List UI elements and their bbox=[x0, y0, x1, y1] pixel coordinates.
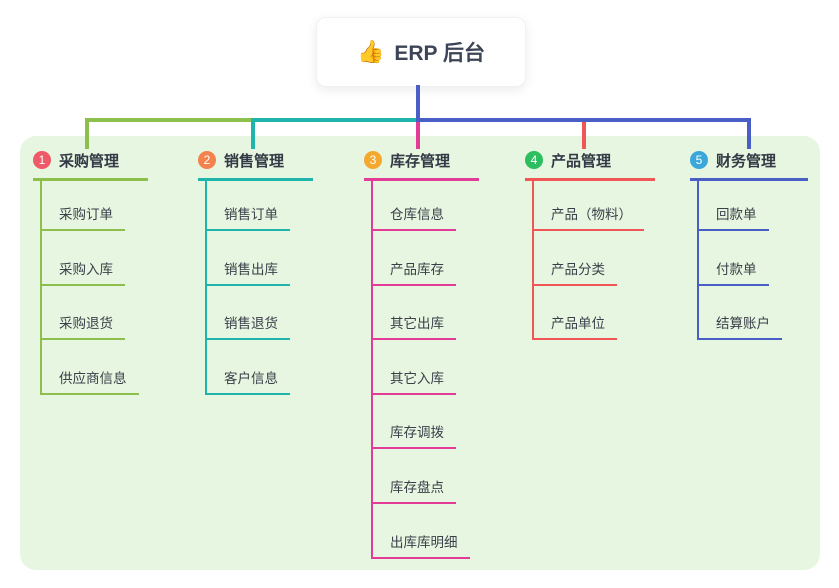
branch-topic-sales[interactable]: 2 销售管理 bbox=[198, 149, 313, 181]
child-topic[interactable]: 产品单位 bbox=[534, 286, 617, 341]
child-topic[interactable]: 库存调拨 bbox=[373, 395, 456, 450]
child-topic-label: 其它出库 bbox=[390, 316, 444, 332]
child-topic[interactable]: 销售出库 bbox=[207, 231, 290, 286]
child-topic[interactable]: 采购订单 bbox=[42, 181, 125, 231]
child-topic[interactable]: 产品分类 bbox=[534, 231, 617, 286]
child-topic[interactable]: 结算账户 bbox=[699, 286, 782, 341]
branch-number-badge: 4 bbox=[525, 151, 543, 169]
child-topic-label: 回款单 bbox=[716, 207, 757, 222]
child-topic[interactable]: 回款单 bbox=[699, 181, 769, 231]
child-topic[interactable]: 库存盘点 bbox=[373, 449, 456, 504]
child-topic[interactable]: 其它出库 bbox=[373, 286, 456, 341]
child-topic[interactable]: 销售订单 bbox=[207, 181, 290, 231]
branch-topic-inventory[interactable]: 3 库存管理 bbox=[364, 149, 479, 181]
branch-purchase: 1 采购管理 采购订单 采购入库 采购退货 供应商信息 bbox=[33, 149, 148, 395]
branch-number-badge: 3 bbox=[364, 151, 382, 169]
child-topic[interactable]: 供应商信息 bbox=[42, 340, 139, 395]
child-topic-label: 库存调拨 bbox=[390, 425, 444, 441]
child-topic-label: 库存盘点 bbox=[390, 479, 444, 495]
bus-segment-purchase bbox=[85, 118, 255, 122]
drop-connector-purchase bbox=[85, 122, 89, 149]
child-topic-label: 产品分类 bbox=[551, 261, 605, 277]
child-topic-label: 产品单位 bbox=[551, 316, 605, 332]
branch-children: 采购订单 采购入库 采购退货 供应商信息 bbox=[40, 181, 139, 395]
branch-topic-label: 财务管理 bbox=[716, 152, 777, 170]
child-topic[interactable]: 产品（物料） bbox=[534, 181, 644, 231]
child-topic-label: 客户信息 bbox=[224, 370, 278, 386]
child-topic[interactable]: 付款单 bbox=[699, 231, 769, 286]
branch-topic-label: 采购管理 bbox=[59, 152, 120, 170]
branch-children: 仓库信息 产品库存 其它出库 其它入库 库存调拨 库存盘点 出库库明细 bbox=[371, 181, 470, 559]
branch-topic-label: 库存管理 bbox=[390, 152, 451, 170]
branch-finance: 5 财务管理 回款单 付款单 结算账户 bbox=[690, 149, 808, 341]
branch-inventory: 3 库存管理 仓库信息 产品库存 其它出库 其它入库 库存调拨 库存盘点 出库库… bbox=[364, 149, 479, 559]
child-topic-label: 仓库信息 bbox=[390, 207, 444, 222]
bus-segment-right bbox=[416, 118, 751, 122]
child-topic[interactable]: 采购退货 bbox=[42, 286, 125, 341]
branch-number-badge: 1 bbox=[33, 151, 51, 169]
child-topic[interactable]: 仓库信息 bbox=[373, 181, 456, 231]
child-topic-label: 销售退货 bbox=[224, 316, 278, 332]
child-topic-label: 其它入库 bbox=[390, 370, 444, 386]
child-topic-label: 采购入库 bbox=[59, 261, 113, 277]
child-topic-label: 销售出库 bbox=[224, 261, 278, 277]
child-topic[interactable]: 其它入库 bbox=[373, 340, 456, 395]
branch-sales: 2 销售管理 销售订单 销售出库 销售退货 客户信息 bbox=[198, 149, 313, 395]
child-topic[interactable]: 客户信息 bbox=[207, 340, 290, 395]
branch-number-badge: 5 bbox=[690, 151, 708, 169]
branch-number-badge: 2 bbox=[198, 151, 216, 169]
child-topic[interactable]: 销售退货 bbox=[207, 286, 290, 341]
thumbs-up-icon: 👍 bbox=[356, 39, 385, 64]
drop-connector-inventory bbox=[416, 122, 420, 149]
drop-connector-finance bbox=[747, 122, 751, 149]
child-topic-label: 采购订单 bbox=[59, 207, 113, 222]
drop-connector-sales bbox=[251, 122, 255, 149]
branch-children: 回款单 付款单 结算账户 bbox=[697, 181, 782, 341]
child-topic-label: 付款单 bbox=[716, 261, 757, 277]
child-topic-label: 销售订单 bbox=[224, 207, 278, 222]
branch-topic-purchase[interactable]: 1 采购管理 bbox=[33, 149, 148, 181]
branch-topic-label: 销售管理 bbox=[224, 152, 285, 170]
root-topic[interactable]: 👍 ERP 后台 bbox=[316, 17, 526, 87]
child-topic-label: 出库库明细 bbox=[390, 534, 458, 550]
child-topic-label: 采购退货 bbox=[59, 316, 113, 332]
child-topic-label: 供应商信息 bbox=[59, 370, 127, 386]
branch-topic-product[interactable]: 4 产品管理 bbox=[525, 149, 655, 181]
child-topic[interactable]: 采购入库 bbox=[42, 231, 125, 286]
bus-segment-sales bbox=[251, 118, 416, 122]
child-topic-label: 产品（物料） bbox=[551, 207, 632, 222]
root-topic-label: ERP 后台 bbox=[394, 42, 486, 65]
child-topic-label: 产品库存 bbox=[390, 261, 444, 277]
child-topic[interactable]: 产品库存 bbox=[373, 231, 456, 286]
branch-topic-finance[interactable]: 5 财务管理 bbox=[690, 149, 808, 181]
branch-topic-label: 产品管理 bbox=[551, 152, 612, 170]
branch-product: 4 产品管理 产品（物料） 产品分类 产品单位 bbox=[525, 149, 655, 341]
branch-children: 产品（物料） 产品分类 产品单位 bbox=[532, 181, 644, 341]
child-topic[interactable]: 出库库明细 bbox=[373, 504, 470, 559]
drop-connector-product bbox=[582, 122, 586, 149]
root-connector bbox=[416, 85, 420, 118]
child-topic-label: 结算账户 bbox=[716, 316, 770, 332]
branches-panel bbox=[20, 136, 820, 570]
branch-children: 销售订单 销售出库 销售退货 客户信息 bbox=[205, 181, 290, 395]
